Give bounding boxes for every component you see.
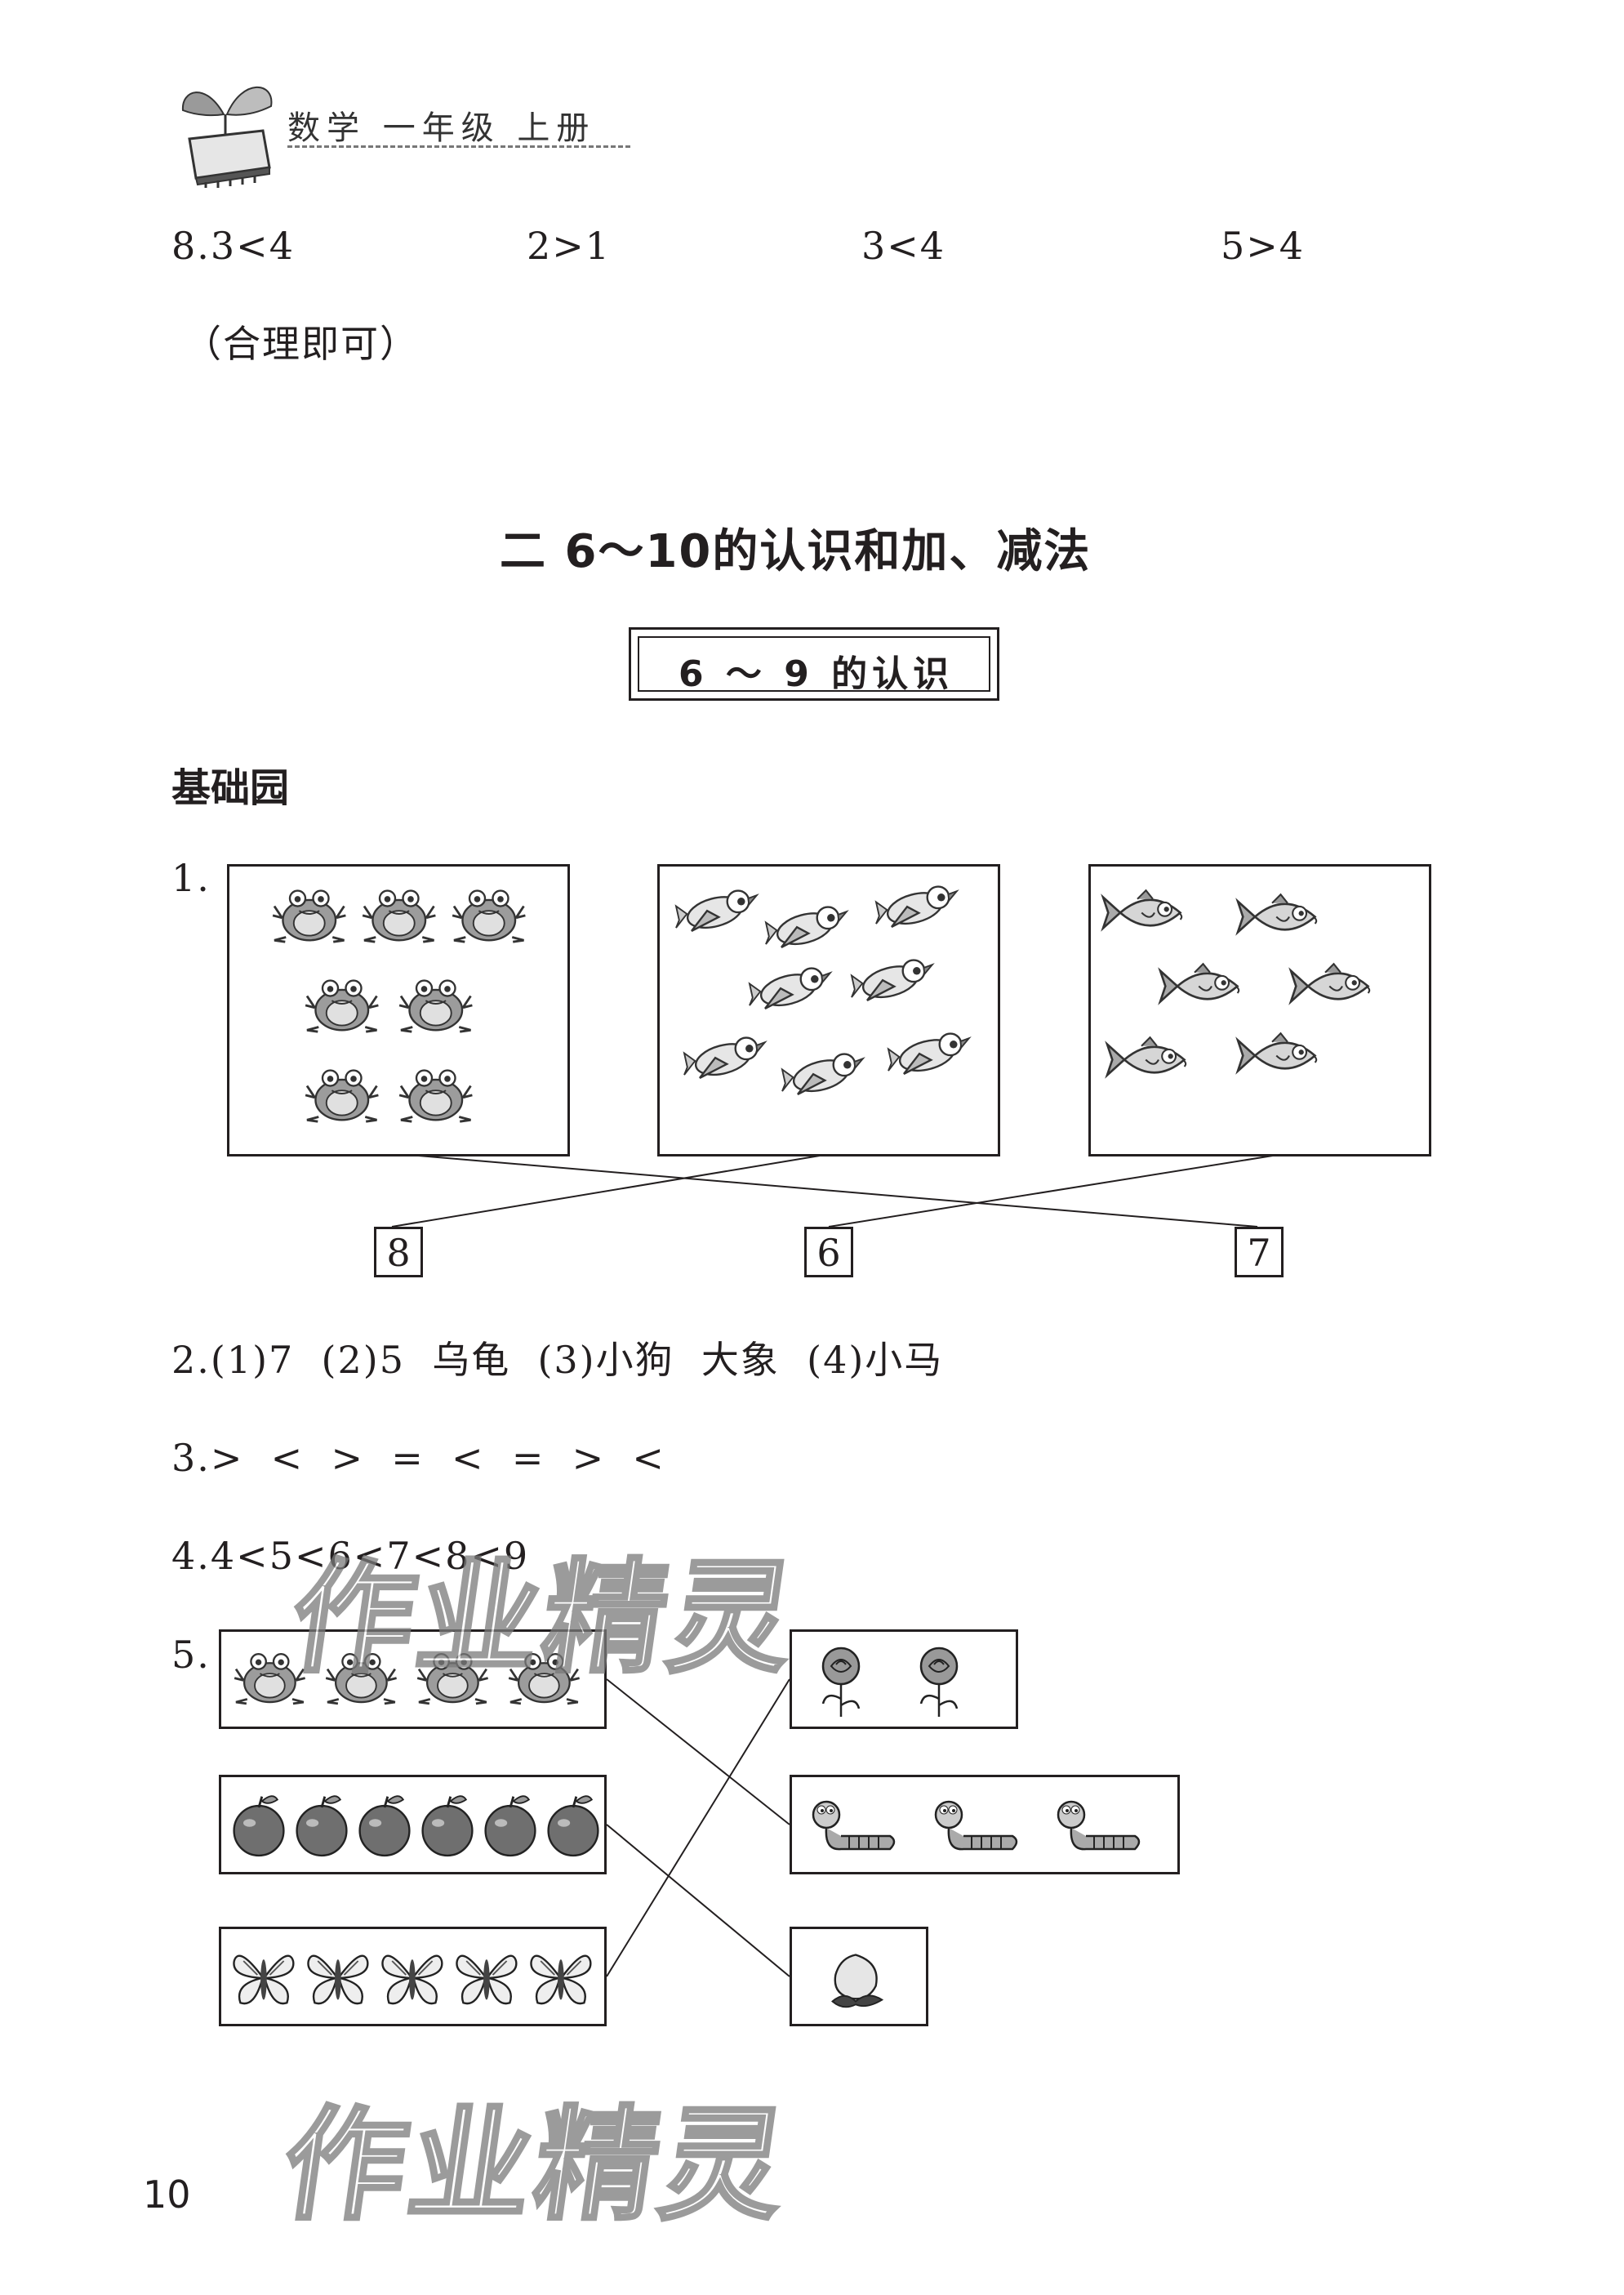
frog-icon [234,1653,305,1705]
bird-icon [683,1036,768,1079]
q1-connecting-lines [391,1154,1279,1228]
q1-fish-box [1088,864,1431,1156]
q3-answer: 3.> < > = < = > < [171,1436,665,1480]
frog-icon [508,1653,580,1705]
subsection-title: 6 ～ 9 的认识 [679,653,954,695]
q5-apple-box [219,1775,607,1874]
header-title: 数学 一年级 上册 [287,109,596,147]
frog-icon [398,1069,473,1123]
q1-answer-box-2: 6 [804,1227,853,1277]
q5-butterfly-box [219,1927,607,2026]
bird-icon [850,959,935,1001]
butterfly-icon [456,1954,518,2005]
bird-icon [764,906,849,948]
apple-icon [547,1795,599,1857]
fish-group [1101,889,1371,1079]
bird-icon [674,889,759,932]
watermark-2: 作业精灵 [273,2093,799,2239]
frog-icon [398,979,473,1033]
q8-item-4: 5>4 [1221,224,1306,268]
q1-frog-box [227,864,570,1156]
apple-icon [358,1795,411,1857]
frog-icon [452,889,526,943]
bird-group [674,885,972,1095]
peach-icon [831,1954,884,2008]
q4-answer: 4.4<5<6<7<8<9 [171,1534,530,1578]
q5-label: 5. [171,1633,211,1677]
q5-caterpillar-box [790,1775,1180,1874]
bird-icon [781,1053,865,1095]
header-divider [287,145,630,148]
q8-item-2: 2>1 [527,224,612,268]
q1-answer-box-3: 7 [1235,1227,1284,1277]
q5-flower-box [790,1629,1018,1729]
frog-icon [305,1069,379,1123]
section-heading-basic: 基础园 [171,765,290,811]
q1-answer-box-1: 8 [374,1227,423,1277]
caterpillar-icon [1057,1800,1141,1851]
q5-connecting-lines [606,1678,790,1977]
fish-icon [1158,962,1240,1005]
butterfly-icon [307,1954,369,2005]
apple-icon [484,1795,536,1857]
bird-icon [887,1032,972,1075]
section-title: 二 6～10的认识和加、减法 [500,525,1092,578]
q5-peach-box [790,1927,928,2026]
caterpillar-icon [812,1800,896,1851]
q8-item-1: 8.3<4 [171,224,295,268]
fish-icon [1235,893,1318,936]
bird-icon [874,885,959,928]
bird-icon [748,967,833,1009]
apple-icon [421,1795,474,1857]
q2-answer: 2.(1)7 (2)5 乌龟 (3)小狗 大象 (4)小马 [171,1338,944,1382]
q5-frog-box [219,1629,607,1729]
butterfly-icon [233,1954,295,2005]
frog-icon [272,889,346,943]
watermark-1: 作业精灵 [281,1546,807,1691]
frog-icon [416,1653,488,1705]
q1-bird-box [657,864,1000,1156]
butterfly-icon [381,1954,443,2005]
q8-note: （合理即可） [184,322,419,366]
frog-icon [325,1653,397,1705]
caterpillar-icon [934,1800,1018,1851]
q8-item-3: 3<4 [861,224,946,268]
flower-icon [919,1647,959,1717]
fish-icon [1105,1036,1187,1079]
book-logo-icon [181,86,273,188]
frog-group [272,889,526,1123]
butterfly-icon [530,1954,592,2005]
page-number: 10 [143,2172,191,2217]
fish-icon [1288,962,1371,1005]
fish-icon [1101,889,1183,932]
flower-icon [821,1647,861,1717]
subsection-box: 6 ～ 9 的认识 [629,627,999,701]
apple-icon [233,1795,285,1857]
fish-icon [1235,1032,1318,1075]
apple-icon [296,1795,348,1857]
q1-label: 1. [171,856,211,900]
frog-icon [305,979,379,1033]
frog-icon [362,889,436,943]
